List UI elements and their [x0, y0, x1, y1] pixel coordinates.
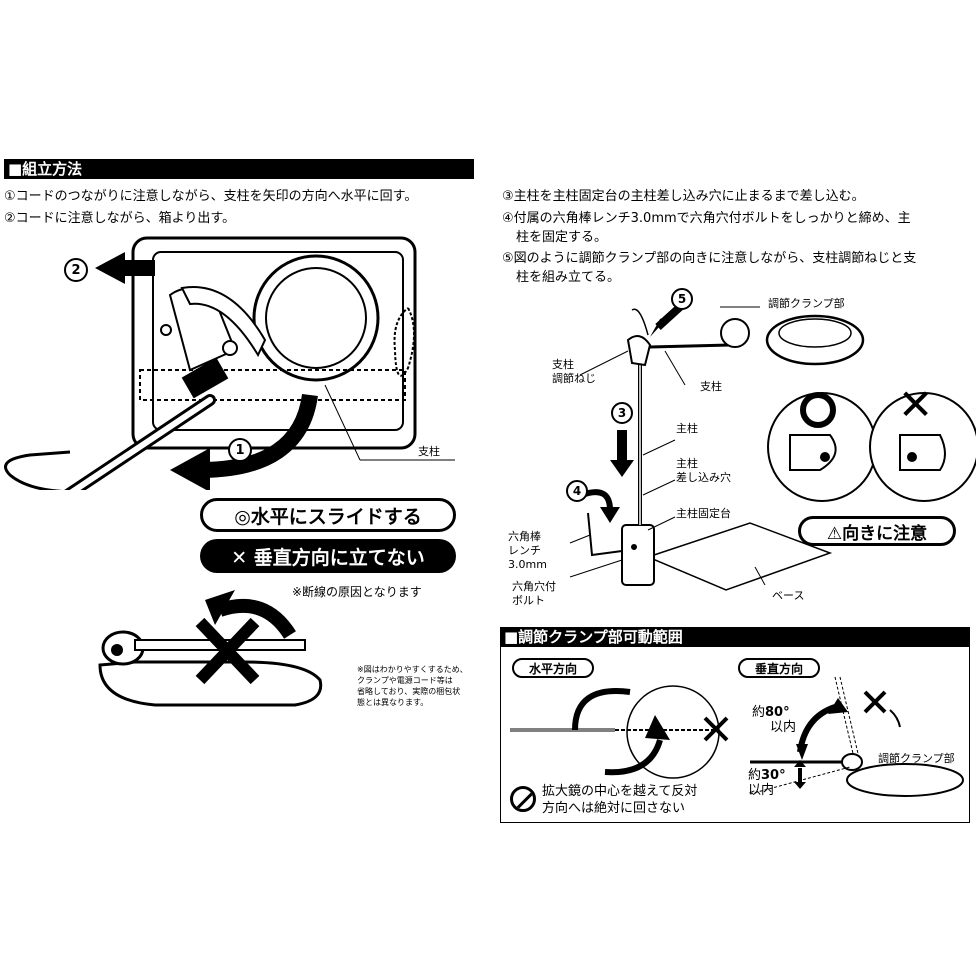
caution-orientation-pill: ⚠向きに注意 — [798, 516, 956, 546]
wrong-lift-illustration — [98, 590, 323, 707]
up-angle-label: 約80° 以内 — [752, 705, 797, 735]
badge-step-5: 5 — [671, 288, 693, 310]
step-1-text: ①コードのつながりに注意しながら、支柱を矢印の方向へ水平に回す。 — [4, 189, 418, 204]
label-insert-hole: 主柱 差し込み穴 — [676, 457, 731, 484]
ng-mark: ✕ — [898, 380, 934, 429]
range-clamp-label: 調節クランプ部 — [878, 752, 955, 765]
badge-step-3: 3 — [611, 402, 633, 424]
step-2-text: ②コードに注意しながら、箱より出す。 — [4, 211, 236, 226]
strut-label-left: 支柱 — [418, 445, 440, 458]
tab-horizontal: 水平方向 — [512, 658, 594, 678]
step-4-text-line1: ④付属の六角棒レンチ3.0mmで六角穴付ボルトをしっかりと締め、主 — [502, 211, 911, 226]
label-pole-base: 主柱固定台 — [676, 507, 731, 520]
section-header-range: ■調節クランプ部可動範囲 — [500, 627, 970, 647]
label-strut-screw: 支柱 調節ねじ — [552, 358, 596, 385]
stand-assembly-illustration — [569, 304, 976, 591]
ok-mark — [800, 392, 836, 428]
horizontal-range-illustration — [510, 685, 729, 779]
label-hex-bolt: 六角穴付 ボルト — [512, 580, 556, 607]
label-hex-wrench: 六角棒 レンチ 3.0mm — [508, 530, 547, 571]
vertical-range-illustration — [749, 676, 964, 797]
label-base: ベース — [772, 589, 805, 602]
no-rotate-icon — [510, 786, 536, 812]
step-5-text-line2: 柱を組み立てる。 — [516, 270, 621, 285]
illustration-note: ※図はわかりやすくするため、 クランプや電源コード等は 省略しており、実際の梱包… — [357, 665, 468, 707]
step-5-text-line1: ⑤図のように調節クランプ部の向きに注意しながら、支柱調節ねじと支 — [502, 251, 917, 266]
do-not-stand-vertical-pill: ✕ 垂直方向に立てない — [200, 539, 456, 573]
step-3-text: ③主柱を主柱固定台の主柱差し込み穴に止まるまで差し込む。 — [502, 189, 865, 204]
label-main-pole: 主柱 — [676, 422, 698, 435]
tab-vertical: 垂直方向 — [738, 658, 820, 678]
label-clamp-part: 調節クランプ部 — [768, 297, 845, 310]
slide-horizontal-pill: ◎水平にスライドする — [200, 498, 456, 532]
badge-step-4: 4 — [566, 480, 588, 502]
label-strut-right: 支柱 — [700, 380, 722, 393]
warning-text: 拡大鏡の中心を越えて反対 方向へは絶対に回さない — [542, 784, 698, 816]
badge-step-2: 2 — [64, 258, 88, 282]
down-angle-label: 約30° 以内 — [748, 768, 786, 798]
disconnect-note: ※断線の原因となります — [292, 585, 422, 599]
section-header-assembly: ■組立方法 — [4, 159, 474, 179]
step-4-text-line2: 柱を固定する。 — [516, 230, 608, 245]
box-illustration — [4, 236, 455, 490]
badge-step-1: 1 — [228, 438, 252, 462]
